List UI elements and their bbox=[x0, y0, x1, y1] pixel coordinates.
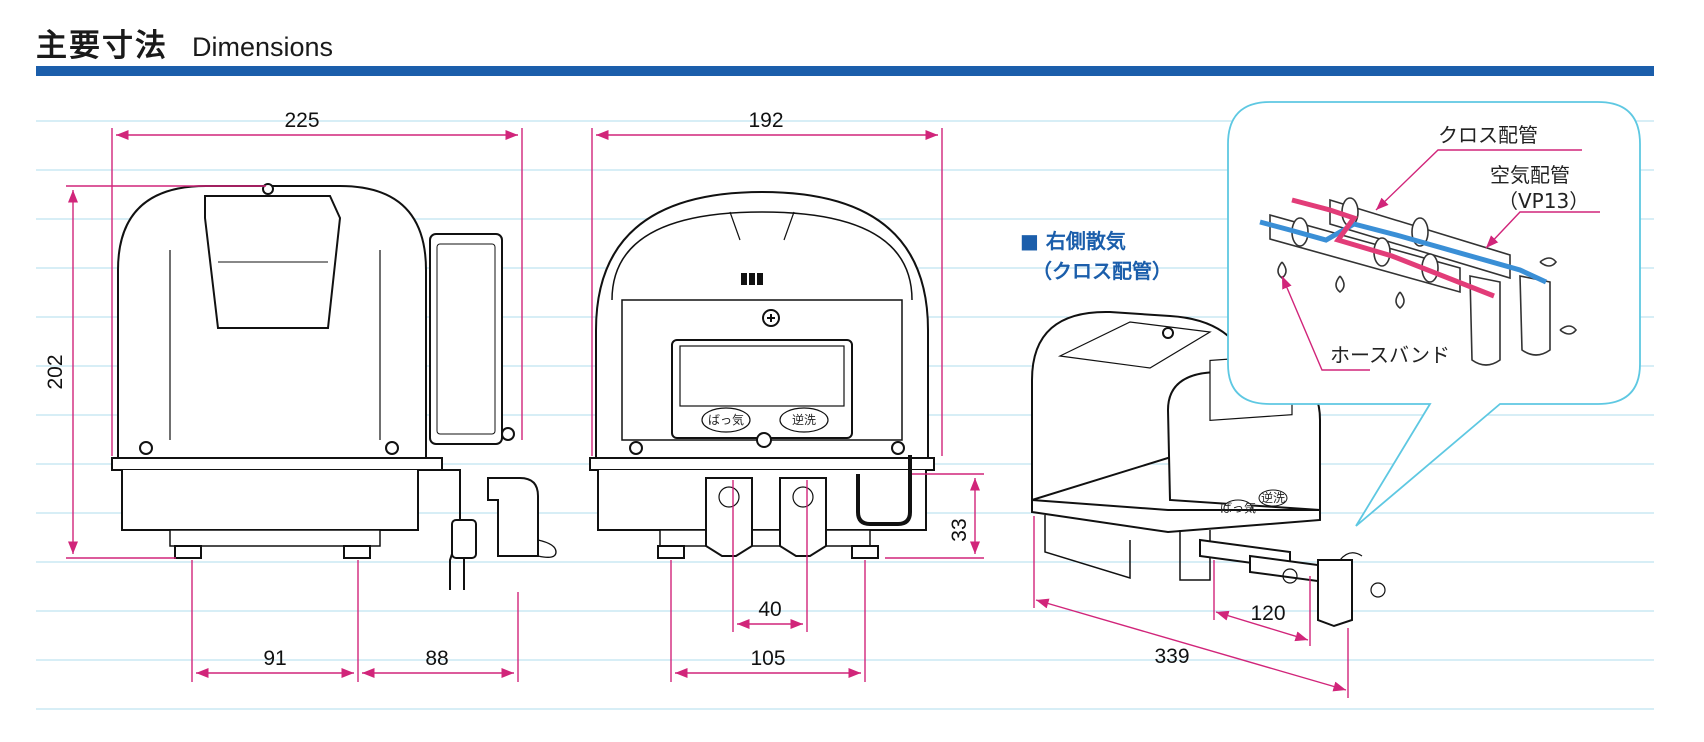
air-pipe-callout-label: 空気配管 bbox=[1490, 163, 1570, 187]
title-english: Dimensions bbox=[192, 32, 334, 62]
air-pipe-line bbox=[1259, 219, 1548, 285]
side-view-dimensions bbox=[66, 128, 523, 682]
iso-length-dimension: 339 bbox=[1154, 645, 1189, 668]
cross-pipe-line bbox=[1291, 197, 1495, 299]
side-height-dimension: 202 bbox=[44, 354, 67, 389]
front-outlet-height-dimension: 33 bbox=[948, 518, 971, 541]
iso-pipe-spacing-dimension: 120 bbox=[1250, 602, 1285, 625]
front-outlet-spacing-dimension: 40 bbox=[758, 598, 781, 621]
front-width-dimension: 192 bbox=[748, 109, 783, 132]
side-width-dimension: 225 bbox=[284, 109, 319, 132]
side-view-drawing bbox=[111, 183, 557, 590]
page-title: 主要寸法 Dimensions bbox=[36, 20, 334, 64]
side-outlet-offset-dimension: 88 bbox=[425, 647, 448, 670]
front-backwash-button-label: 逆洗 bbox=[792, 412, 816, 427]
air-pipe-spec-label: （VP13） bbox=[1498, 189, 1589, 213]
iso-backwash-button-label: 逆洗 bbox=[1261, 490, 1285, 505]
callout-leaders bbox=[1281, 149, 1600, 371]
front-foot-spacing-dimension: 105 bbox=[750, 647, 785, 670]
header-rule bbox=[36, 66, 1654, 76]
front-aeration-button-label: ばっ気 bbox=[708, 412, 744, 427]
front-view-dimensions bbox=[591, 128, 984, 682]
iso-aeration-button-label: ばっ気 bbox=[1220, 500, 1256, 515]
title-japanese: 主要寸法 bbox=[36, 28, 168, 64]
side-foot-spacing-dimension: 91 bbox=[263, 647, 286, 670]
hose-band-callout-label: ホースバンド bbox=[1330, 343, 1450, 367]
right-diffusion-label: ■ 右側散気 bbox=[1020, 229, 1126, 253]
cross-piping-label: （クロス配管） bbox=[1032, 259, 1172, 283]
front-view-drawing bbox=[589, 190, 935, 559]
isometric-view-dimensions bbox=[1033, 516, 1349, 698]
cross-pipe-callout-label: クロス配管 bbox=[1438, 123, 1538, 147]
